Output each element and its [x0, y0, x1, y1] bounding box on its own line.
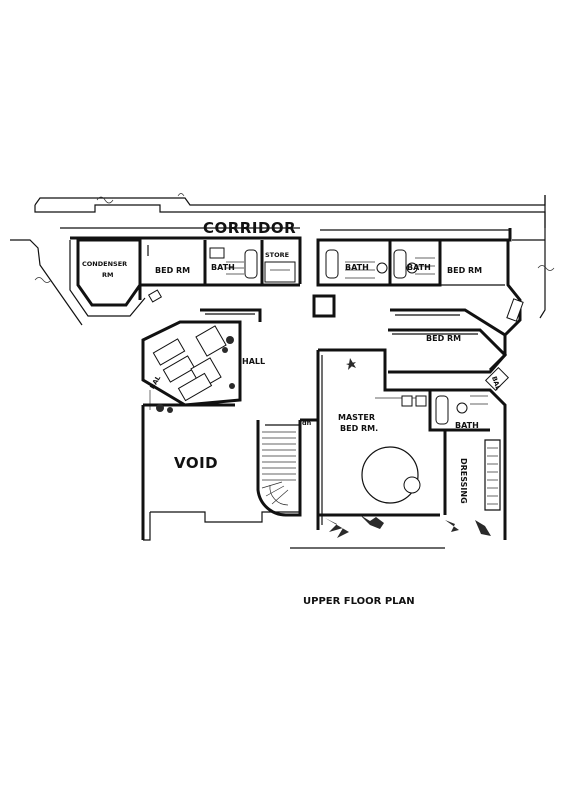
label-bed-rm-2: BED RM	[447, 266, 482, 275]
label-bal-1: BAL	[148, 374, 162, 390]
label-bed-rm-1: BED RM	[155, 266, 190, 275]
label-condenser: CONDENSER	[82, 260, 127, 268]
label-bath-4: BATH	[455, 421, 479, 430]
corridor-outline	[10, 193, 555, 326]
master-bed-room	[318, 348, 447, 517]
label-dn: dn	[302, 419, 312, 427]
bath-right-pair	[316, 240, 442, 287]
column	[312, 294, 336, 318]
bed-room-3	[388, 328, 510, 392]
label-bed-rm-3: BED RM	[426, 334, 461, 343]
hall-divider	[316, 350, 323, 530]
void-area	[141, 403, 300, 541]
label-master-2: BED RM.	[340, 424, 378, 433]
bath-dressing	[430, 388, 507, 540]
label-hall: HALL	[242, 357, 265, 366]
sitting-area	[141, 320, 242, 410]
stair	[256, 418, 320, 517]
label-master-1: MASTER	[338, 413, 375, 422]
label-condenser-rm: RM	[102, 271, 113, 279]
bed-room-right	[440, 238, 545, 337]
landscaping	[290, 515, 491, 549]
label-store: STORE	[265, 251, 289, 259]
label-corridor: CORRIDOR	[203, 219, 296, 237]
plan-caption: UPPER FLOOR PLAN	[303, 596, 415, 607]
label-bath-3: BATH	[407, 263, 431, 272]
label-bath-2: BATH	[345, 263, 369, 272]
label-void: VOID	[174, 454, 218, 472]
label-dressing: DRESSING	[459, 458, 468, 504]
bath-store-left	[203, 240, 300, 287]
label-bath-1: BATH	[211, 263, 235, 272]
